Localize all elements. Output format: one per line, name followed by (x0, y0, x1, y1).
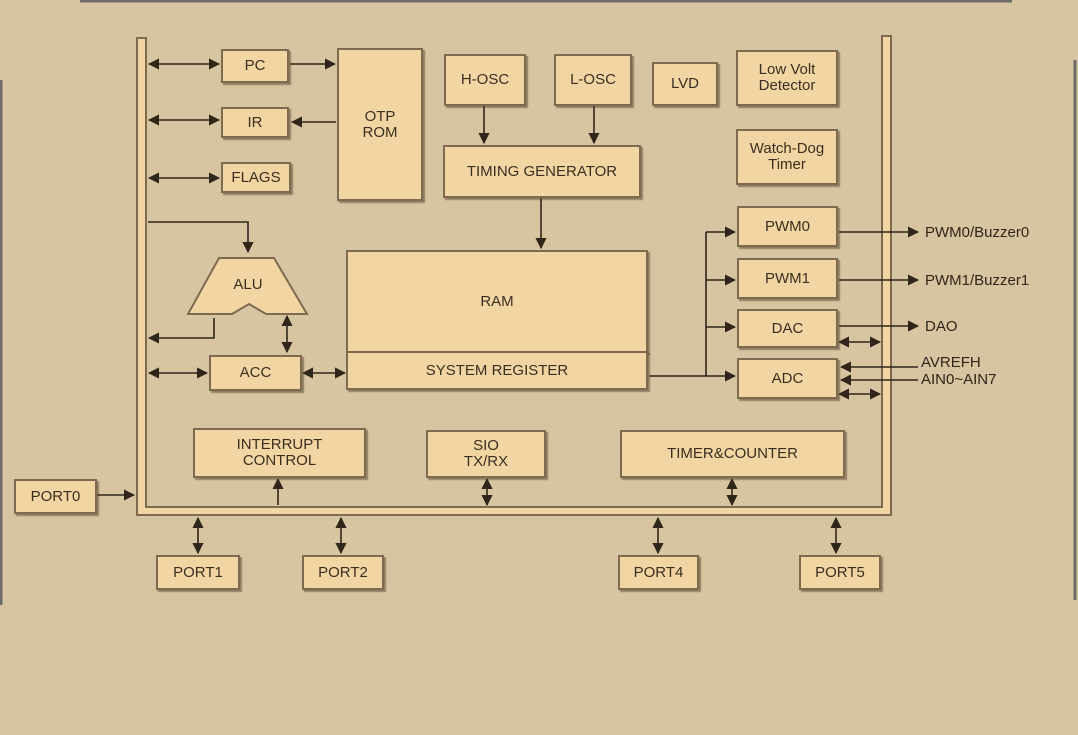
port4-block: PORT4 (618, 555, 699, 590)
pc-block: PC (221, 49, 289, 83)
alu-shape (186, 257, 309, 315)
port0-block: PORT0 (14, 479, 97, 514)
pwm1-block: PWM1 (737, 258, 838, 299)
dac-block: DAC (737, 309, 838, 348)
interrupt-control-block: INTERRUPT CONTROL (193, 428, 366, 478)
pwm0-buzzer0-signal: PWM0/Buzzer0 (925, 224, 1030, 241)
alu-label: ALU (233, 276, 263, 294)
timer-counter-block: TIMER&COUNTER (620, 430, 845, 478)
sio-block: SIO TX/RX (426, 430, 546, 478)
flags-block: FLAGS (221, 162, 291, 193)
avrefh-signal: AVREFH (921, 354, 981, 371)
port1-block: PORT1 (156, 555, 240, 590)
ain-signal: AIN0~AIN7 (921, 371, 997, 388)
timing-generator-block: TIMING GENERATOR (443, 145, 641, 198)
watchdog-timer-block: Watch-Dog Timer (736, 129, 838, 185)
main-bus (136, 35, 892, 516)
pwm1-buzzer1-signal: PWM1/Buzzer1 (925, 272, 1030, 289)
lvd-block: LVD (652, 62, 718, 106)
l-osc-block: L-OSC (554, 54, 632, 106)
ram-block: RAM (346, 250, 648, 353)
port2-block: PORT2 (302, 555, 384, 590)
pwm0-block: PWM0 (737, 206, 838, 247)
acc-block: ACC (209, 355, 302, 391)
h-osc-block: H-OSC (444, 54, 526, 106)
ir-block: IR (221, 107, 289, 138)
otp-rom-block: OTP ROM (337, 48, 423, 201)
adc-block: ADC (737, 358, 838, 399)
system-register-block: SYSTEM REGISTER (346, 351, 648, 390)
port5-block: PORT5 (799, 555, 881, 590)
dao-signal: DAO (925, 318, 958, 335)
low-volt-detector-block: Low Volt Detector (736, 50, 838, 106)
